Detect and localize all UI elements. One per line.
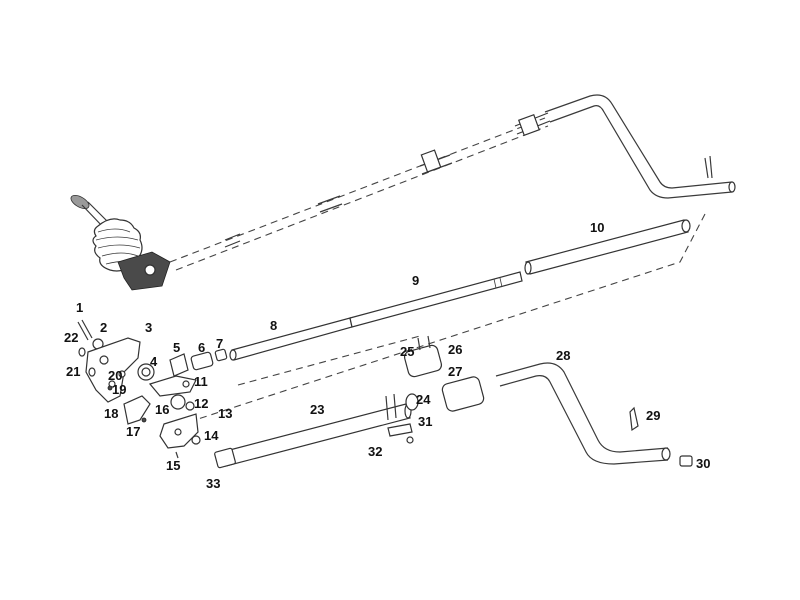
callout-33: 33 [206, 476, 220, 491]
callout-2: 2 [100, 320, 107, 335]
shaft-10-end [681, 219, 691, 233]
lever-hole [182, 380, 190, 388]
callout-6: 6 [198, 340, 205, 355]
callout-labels: 1 2 3 4 5 6 7 8 9 10 11 12 13 14 15 16 1… [64, 220, 710, 491]
collar-part-33 [214, 447, 236, 469]
callout-15: 15 [166, 458, 180, 473]
shaft-part-10 [525, 219, 689, 275]
bent-tube-part-28 [495, 362, 669, 453]
callout-8: 8 [270, 318, 277, 333]
callout-23: 23 [310, 402, 324, 417]
bushing-part-20 [118, 370, 126, 378]
gear-lever-boot [70, 194, 171, 291]
shaft-10-start [524, 261, 532, 275]
ring-part-4-inner [141, 367, 151, 377]
sleeve-part-27 [441, 376, 485, 412]
lever-part-11 [148, 375, 197, 397]
callout-22: 22 [64, 330, 78, 345]
washer-part-22 [78, 347, 86, 357]
callout-4: 4 [150, 354, 158, 369]
pin-part-17 [141, 417, 147, 423]
callout-32: 32 [368, 444, 382, 459]
assembled-bent-tube [544, 94, 733, 189]
lower-shaft-group [214, 335, 693, 469]
shaft-part-8 [231, 317, 353, 361]
bracket-assembly [77, 319, 201, 459]
relation-dashed-line [194, 213, 706, 421]
tube-28-end [661, 447, 671, 461]
callout-17: 17 [126, 424, 140, 439]
bushing-part-7 [214, 348, 228, 362]
shift-knob [70, 194, 90, 210]
callout-9: 9 [412, 273, 419, 288]
lever-base-mechanism [117, 251, 171, 291]
bolt-part-1 [77, 319, 93, 341]
assembled-shaft-segment [317, 195, 343, 213]
bolt-part-15 [175, 451, 179, 459]
callout-7: 7 [216, 336, 223, 351]
pin-part-29 [629, 406, 639, 432]
boot-ridges [95, 228, 141, 265]
callout-21: 21 [66, 364, 80, 379]
assembled-clamp [420, 149, 442, 173]
callout-27: 27 [448, 364, 462, 379]
callout-25: 25 [400, 344, 414, 359]
callout-16: 16 [155, 402, 169, 417]
assembled-clamp [517, 113, 541, 137]
clamp-part-5 [169, 353, 189, 377]
ring-part-16 [170, 394, 186, 410]
assembled-shaft-dashed-line-lower [175, 125, 549, 271]
callout-24: 24 [416, 392, 431, 407]
shaft-part-9 [349, 271, 523, 328]
callout-28: 28 [556, 348, 570, 363]
callout-12: 12 [194, 396, 208, 411]
ring-part-12 [185, 401, 195, 411]
assembled-shaft-dashed-line [169, 117, 546, 263]
cap-part-30 [679, 455, 693, 467]
clamp-part-24 [405, 393, 419, 411]
callout-11: 11 [194, 374, 208, 389]
clip-part-32 [387, 423, 413, 437]
plate-part-18 [123, 395, 151, 425]
washer-part-14 [191, 435, 201, 445]
callout-10: 10 [590, 220, 604, 235]
callout-1: 1 [76, 300, 83, 315]
callout-3: 3 [145, 320, 152, 335]
pin-part-19 [107, 385, 113, 391]
assembled-bent-tube-inner [549, 105, 733, 199]
callout-30: 30 [696, 456, 710, 471]
callout-29: 29 [646, 408, 660, 423]
relation-dashed-line [237, 335, 421, 386]
assembled-gearshift-view [70, 94, 736, 291]
callout-19: 19 [112, 382, 126, 397]
main-shaft-group [190, 213, 706, 421]
callout-13: 13 [218, 406, 232, 421]
nut-part-31 [406, 436, 414, 444]
callout-5: 5 [173, 340, 180, 355]
bracket-part-3 [85, 337, 141, 403]
bracket-13-hole [174, 428, 182, 436]
washer-part-21 [88, 367, 96, 377]
bushing-part-6 [190, 351, 214, 371]
bracket-hole [99, 355, 109, 365]
assembled-tube-end [728, 181, 736, 193]
callout-26: 26 [448, 342, 462, 357]
assembled-bolt [704, 155, 713, 179]
bent-tube-part-28-inner [499, 375, 669, 465]
callout-31: 31 [418, 414, 432, 429]
bolt-part-25 [417, 335, 431, 351]
shaft-8-end [229, 349, 237, 361]
callout-20: 20 [108, 368, 122, 383]
assembled-shaft-segment [224, 233, 241, 248]
callout-14: 14 [204, 428, 219, 443]
fork-part-31 [385, 393, 397, 421]
shaft-9-joint [493, 277, 503, 289]
callout-18: 18 [104, 406, 118, 421]
lever-pivot [144, 264, 156, 276]
